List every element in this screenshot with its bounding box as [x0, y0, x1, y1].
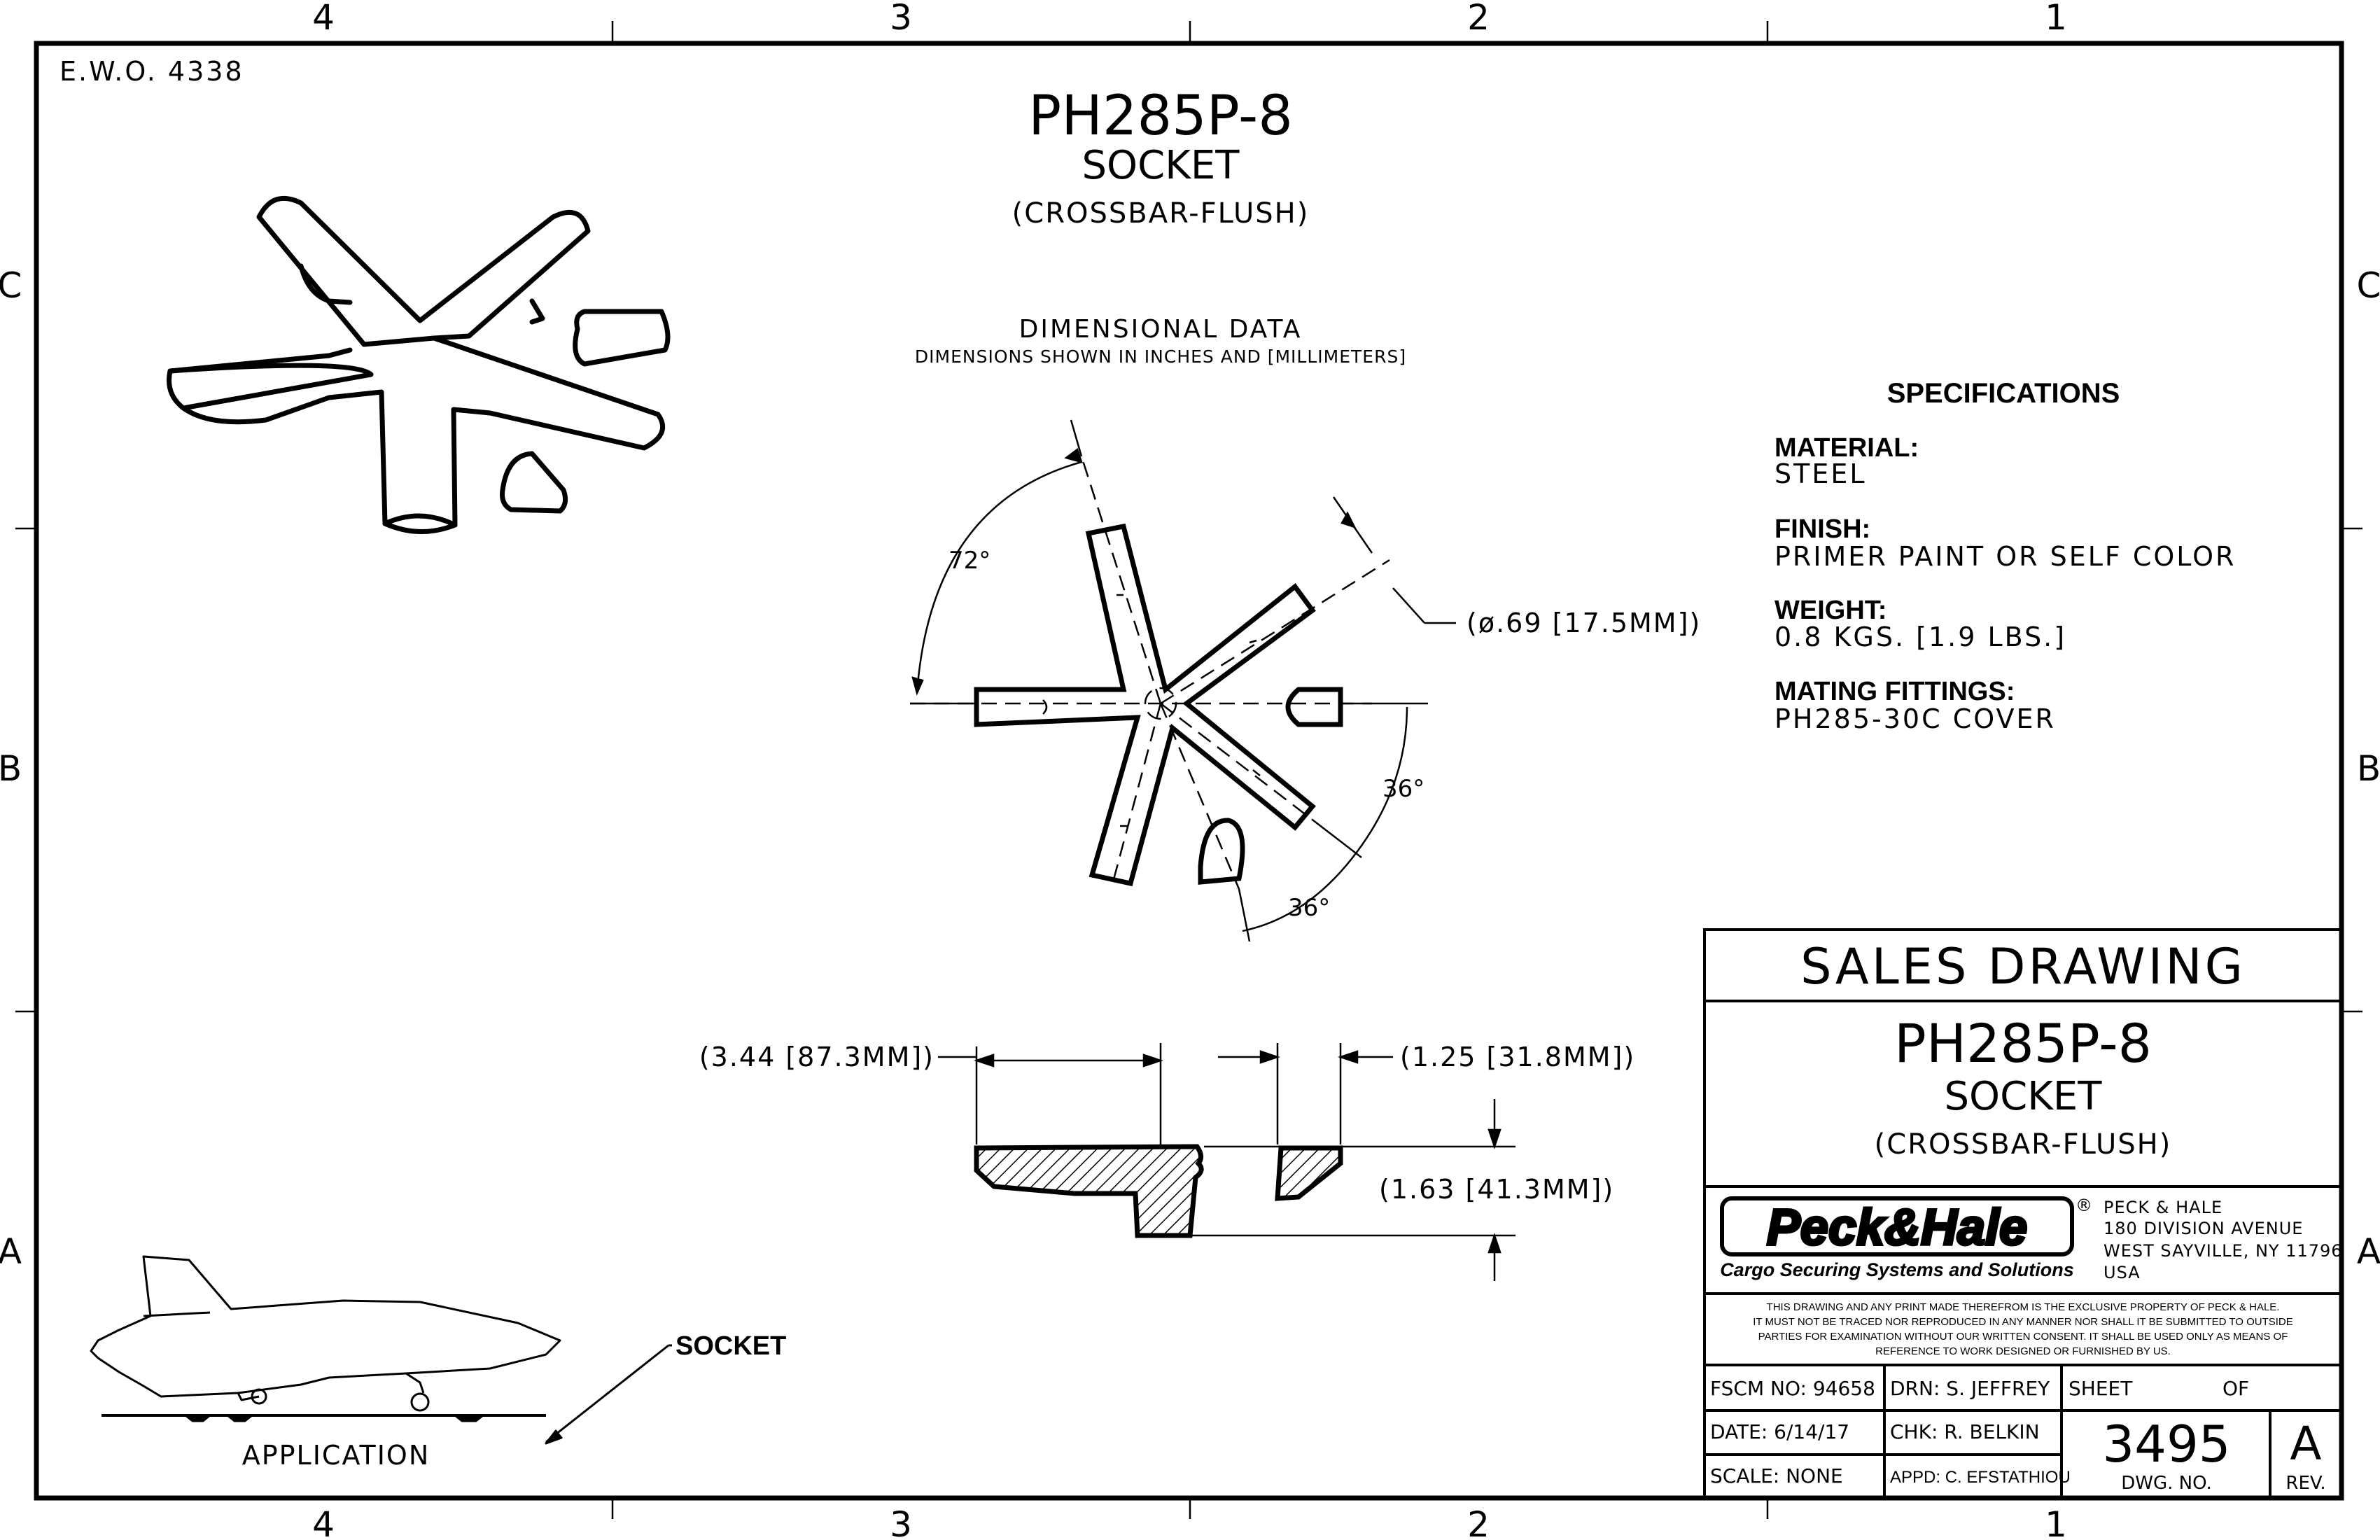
address-line-4: USA: [2104, 1263, 2141, 1282]
notice-line-2: IT MUST NOT BE TRACED NOR REPRODUCED IN …: [1753, 1316, 2293, 1328]
dim-angle-36b: 36°: [1288, 894, 1330, 922]
spec-material-label: MATERIAL:: [1774, 433, 1919, 463]
page-title-sub: (CROSSBAR-FLUSH): [1012, 197, 1310, 230]
application-callout: SOCKET: [676, 1331, 786, 1361]
address-line-2: 180 DIVISION AVENUE: [2104, 1219, 2303, 1238]
socket-isometric-view: [167, 195, 671, 535]
titleblock-name: SOCKET: [1944, 1074, 2102, 1119]
dim-diameter: (ø.69 [17.5MM]): [1466, 608, 1701, 638]
approved-by: APPD: C. EFSTATHIOU: [1890, 1468, 2071, 1487]
dim-angle-36a: 36°: [1382, 775, 1424, 803]
dimensional-heading: DIMENSIONAL DATA: [1019, 315, 1303, 344]
peck-hale-logo: Peck&Hale ® Cargo Securing Systems and S…: [1720, 1196, 2092, 1280]
application-caption: APPLICATION: [242, 1440, 430, 1471]
zone-col-top-4: 4: [312, 0, 335, 38]
zone-ticks: [15, 21, 2362, 1519]
page-title-part: PH285P-8: [1028, 85, 1293, 148]
fscm-number: FSCM NO: 94658: [1710, 1377, 1875, 1400]
revision-letter: A: [2290, 1417, 2321, 1471]
drawing-scale: SCALE: NONE: [1710, 1464, 1843, 1488]
zone-col-bottom-2: 2: [1467, 1504, 1490, 1540]
drawing-date: DATE: 6/14/17: [1710, 1420, 1849, 1443]
zone-row-left-b: B: [0, 748, 22, 789]
spec-finish-value: PRIMER PAINT OR SELF COLOR: [1774, 541, 2236, 572]
address-line-3: WEST SAYVILLE, NY 11796: [2104, 1241, 2343, 1261]
logo-registered: ®: [2076, 1196, 2092, 1215]
application-aircraft-sketch: [90, 1255, 672, 1445]
spec-finish-label: FINISH:: [1774, 514, 1870, 544]
drawing-number: 3495: [2102, 1415, 2230, 1474]
notice-line-4: REFERENCE TO WORK DESIGNED OR FURNISHED …: [1875, 1345, 2171, 1357]
spec-weight-value: 0.8 KGS. [1.9 LBS.]: [1774, 622, 2066, 652]
spec-weight-label: WEIGHT:: [1774, 596, 1886, 625]
zone-col-bottom-1: 1: [2045, 1504, 2067, 1540]
sheet-border: [34, 41, 2344, 1501]
notice-line-1: THIS DRAWING AND ANY PRINT MADE THEREFRO…: [1767, 1301, 2280, 1313]
zone-row-right-b: B: [2357, 748, 2380, 789]
sheet-of-label: OF: [2222, 1377, 2249, 1400]
dim-angle-72: 72°: [948, 547, 990, 575]
spec-mating-label: MATING FITTINGS:: [1774, 677, 2015, 706]
dimensional-note: DIMENSIONS SHOWN IN INCHES AND [MILLIMET…: [915, 346, 1406, 367]
spec-material-value: STEEL: [1774, 458, 1867, 489]
specs-heading: SPECIFICATIONS: [1887, 378, 2120, 409]
dim-width: (3.44 [87.3MM]): [699, 1042, 934, 1072]
page-title-name: SOCKET: [1082, 143, 1240, 188]
zone-col-top-1: 1: [2045, 0, 2067, 38]
spec-mating-value: PH285-30C COVER: [1774, 704, 2056, 734]
ewo-number: E.W.O. 4338: [59, 56, 244, 87]
logo-wordmark: Peck&Hale: [1767, 1200, 2027, 1256]
sheet-label: SHEET: [2068, 1377, 2133, 1400]
zone-row-right-a: A: [2357, 1231, 2380, 1272]
checked-by: CHK: R. BELKIN: [1890, 1420, 2040, 1443]
drawn-by: DRN: S. JEFFREY: [1890, 1377, 2050, 1400]
zone-row-right-c: C: [2357, 265, 2380, 306]
zone-col-top-3: 3: [890, 0, 912, 38]
zone-row-left-c: C: [0, 265, 22, 306]
socket-top-view: 72° (ø.69 [17.5MM]) 36° 36°: [910, 419, 1701, 942]
dim-bar: (1.25 [31.8MM]): [1400, 1042, 1635, 1072]
title-block: [1703, 928, 2343, 1499]
address-line-1: PECK & HALE: [2104, 1198, 2222, 1217]
socket-section-view: (3.44 [87.3MM]) (1.25 [31.8MM]) (1.63 [4…: [699, 1042, 1635, 1281]
zone-col-bottom-3: 3: [890, 1504, 912, 1540]
drawing-number-label: DWG. NO.: [2121, 1473, 2212, 1494]
revision-label: REV.: [2286, 1473, 2325, 1494]
zone-col-bottom-4: 4: [312, 1504, 335, 1540]
zone-row-left-a: A: [0, 1231, 22, 1272]
titleblock-sub: (CROSSBAR-FLUSH): [1875, 1128, 2172, 1161]
notice-line-3: PARTIES FOR EXAMINATION WITHOUT OUR WRIT…: [1758, 1331, 2288, 1343]
logo-tagline: Cargo Securing Systems and Solutions: [1720, 1259, 2074, 1280]
titleblock-header: SALES DRAWING: [1800, 938, 2246, 995]
zone-col-top-2: 2: [1467, 0, 1490, 38]
dim-height: (1.63 [41.3MM]): [1379, 1174, 1614, 1205]
titleblock-part: PH285P-8: [1894, 1012, 2152, 1074]
